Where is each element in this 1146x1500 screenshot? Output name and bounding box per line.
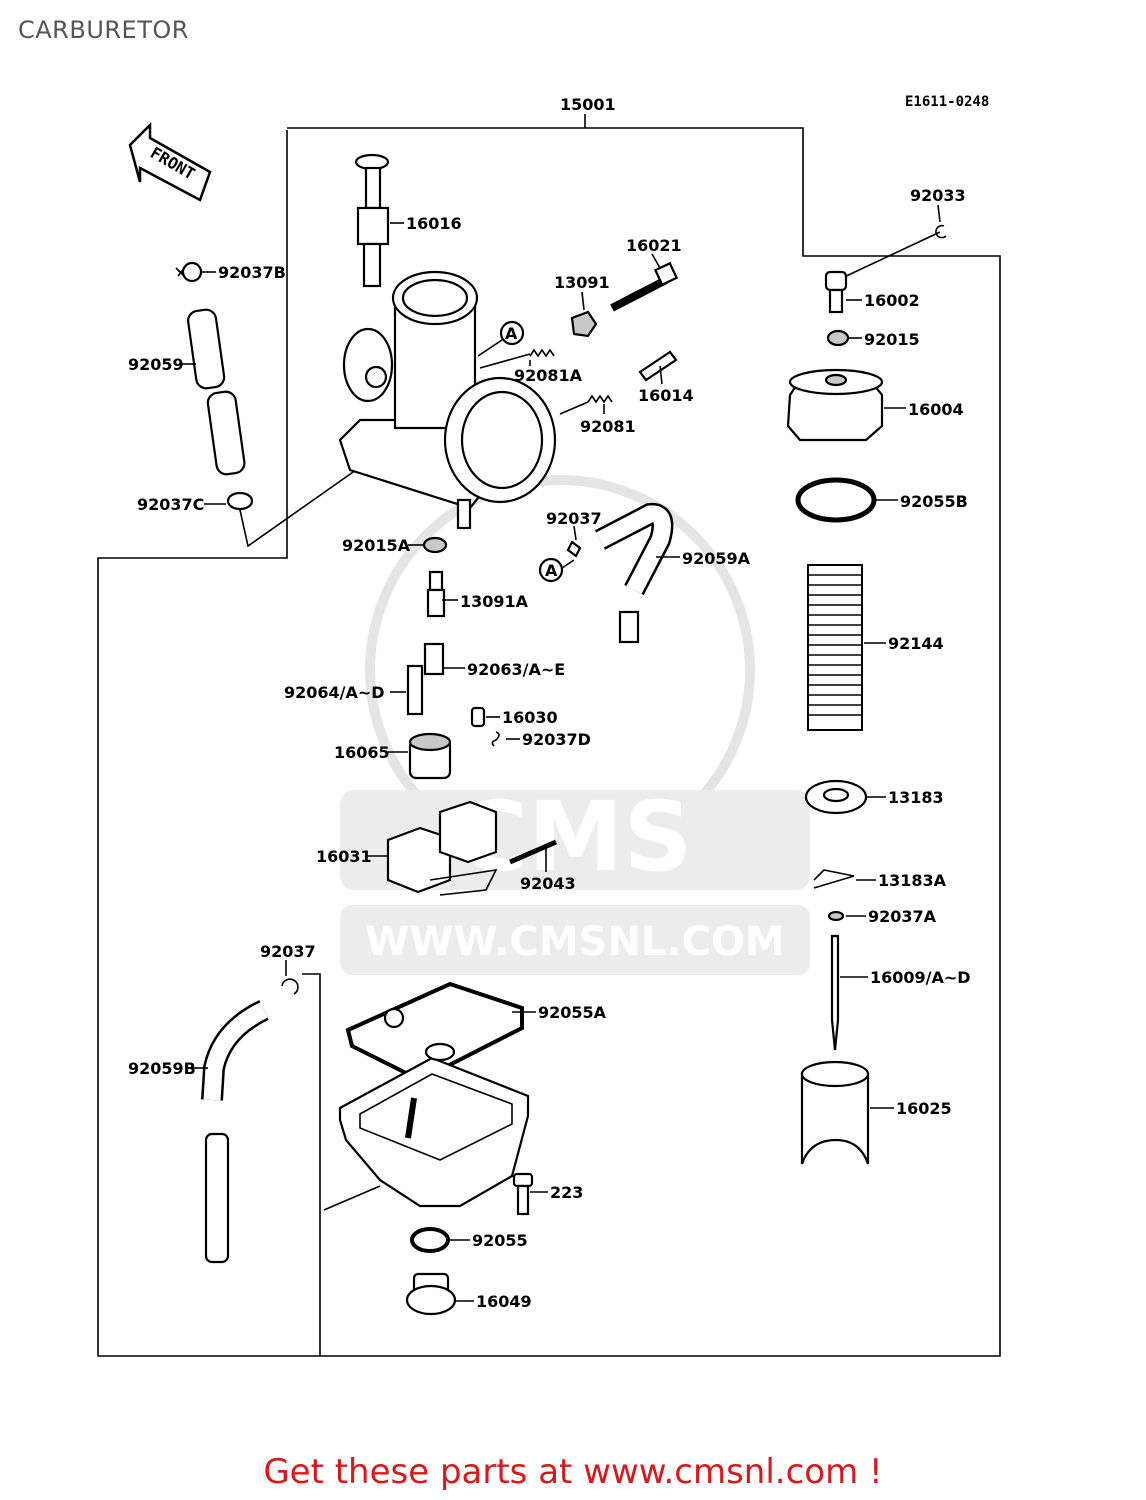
callout-92064AD: 92064/A~D bbox=[284, 683, 385, 702]
part-13091A-jet bbox=[426, 570, 446, 618]
part-92037-lower-clip bbox=[281, 978, 299, 995]
callout-16016: 16016 bbox=[406, 214, 462, 233]
part-16025-throttle-valve bbox=[800, 1060, 870, 1165]
part-92055-oring bbox=[410, 1227, 450, 1253]
callout-92055B: 92055B bbox=[900, 492, 968, 511]
callout-15001: 15001 bbox=[560, 95, 616, 114]
marker-a2 bbox=[538, 557, 564, 583]
callout-13091A: 13091A bbox=[460, 592, 529, 611]
callout-16031: 16031 bbox=[316, 847, 372, 866]
callout-92037C: 92037C bbox=[137, 495, 204, 514]
part-92037-clip bbox=[566, 540, 582, 558]
page-title: CARBURETOR bbox=[18, 16, 189, 44]
callout-92059: 92059 bbox=[128, 355, 184, 374]
callout-92059B: 92059B bbox=[128, 1059, 196, 1078]
part-92059-hose bbox=[187, 308, 246, 476]
callout-16021: 16021 bbox=[626, 236, 682, 255]
part-16016-screw bbox=[354, 153, 390, 288]
footer-promo-text: Get these parts at www.cmsnl.com ! bbox=[263, 1452, 883, 1492]
part-92064-jet bbox=[406, 664, 424, 716]
part-92144-spring bbox=[807, 564, 863, 731]
callout-92063AE: 92063/A~E bbox=[467, 660, 565, 679]
part-15001-carburetor-body bbox=[338, 270, 557, 530]
part-92055A-gasket bbox=[345, 981, 524, 1083]
part-92063-jet bbox=[423, 642, 445, 676]
watermark: CMS WWW.CMSNL.COM bbox=[340, 475, 810, 975]
part-92037A-clip bbox=[827, 910, 845, 922]
callout-16049: 16049 bbox=[476, 1292, 532, 1311]
callout-13183: 13183 bbox=[888, 788, 944, 807]
assembly-boundary-line bbox=[97, 127, 1001, 1357]
exploded-parts-diagram: CMS WWW.CMSNL.COM 15001 E1611-0248 FRONT… bbox=[97, 94, 1001, 1357]
part-16031-float bbox=[386, 800, 498, 896]
part-16049-drain-plug bbox=[405, 1272, 457, 1316]
part-223-screw bbox=[512, 1172, 534, 1216]
diagram-code: E1611-0248 bbox=[905, 94, 989, 110]
part-92043-pin bbox=[509, 839, 557, 865]
part-92059A-hose bbox=[594, 502, 674, 644]
callout-92037D: 92037D bbox=[522, 730, 591, 749]
part-13183-seat bbox=[804, 779, 868, 815]
callout-92055A: 92055A bbox=[538, 1003, 607, 1022]
callout-92144: 92144 bbox=[888, 634, 944, 653]
callout-92037: 92037 bbox=[546, 509, 602, 528]
part-13091-nut bbox=[570, 310, 598, 338]
callout-92059A: 92059A bbox=[682, 549, 751, 568]
marker-a1 bbox=[499, 320, 525, 346]
callout-223: 223 bbox=[550, 1183, 583, 1202]
part-float-bowl bbox=[338, 1042, 530, 1208]
watermark-url: WWW.CMSNL.COM bbox=[365, 919, 785, 965]
callout-92037-lower: 92037 bbox=[260, 942, 316, 961]
part-92037D-clip bbox=[491, 731, 500, 747]
part-16014-screw bbox=[638, 350, 678, 382]
callout-92043: 92043 bbox=[520, 874, 576, 893]
part-16065-holder bbox=[408, 732, 452, 780]
callout-92015: 92015 bbox=[864, 330, 920, 349]
callout-16002: 16002 bbox=[864, 291, 920, 310]
part-92055B-oring bbox=[795, 477, 877, 523]
callout-16025: 16025 bbox=[896, 1099, 952, 1118]
part-92037B-clip bbox=[175, 261, 203, 283]
callout-92033: 92033 bbox=[910, 186, 966, 205]
callout-92055: 92055 bbox=[472, 1231, 528, 1250]
part-16021-screw bbox=[610, 261, 679, 312]
part-92015-washer bbox=[826, 329, 850, 347]
callout-16009AD: 16009/A~D bbox=[870, 968, 971, 987]
callout-16065: 16065 bbox=[334, 743, 390, 762]
part-16002-adjuster bbox=[824, 270, 848, 314]
part-92033-clip bbox=[935, 224, 947, 239]
part-92015A-washer bbox=[422, 536, 448, 554]
callout-13183A: 13183A bbox=[878, 871, 947, 890]
part-16009-needle bbox=[830, 934, 840, 1051]
part-13183A-clip bbox=[813, 869, 855, 889]
part-92037C-clip bbox=[226, 491, 254, 511]
callout-16030: 16030 bbox=[502, 708, 558, 727]
callout-92037A: 92037A bbox=[868, 907, 937, 926]
part-16030-needle-valve bbox=[470, 706, 486, 728]
part-92059B-hose bbox=[201, 1000, 269, 1264]
front-arrow-icon: FRONT bbox=[128, 121, 212, 202]
callout-16004: 16004 bbox=[908, 400, 964, 419]
marker-a1-label: A bbox=[505, 324, 518, 343]
part-92081A-spring bbox=[529, 348, 555, 358]
callout-16014: 16014 bbox=[638, 386, 694, 405]
callout-13091: 13091 bbox=[554, 273, 610, 292]
callout-92081A: 92081A bbox=[514, 366, 583, 385]
callout-92037B: 92037B bbox=[218, 263, 286, 282]
part-16004-cap bbox=[786, 368, 884, 442]
marker-a2-label: A bbox=[545, 561, 558, 580]
part-92081-spring bbox=[587, 394, 613, 404]
callout-92015A: 92015A bbox=[342, 536, 411, 555]
callout-92081: 92081 bbox=[580, 417, 636, 436]
